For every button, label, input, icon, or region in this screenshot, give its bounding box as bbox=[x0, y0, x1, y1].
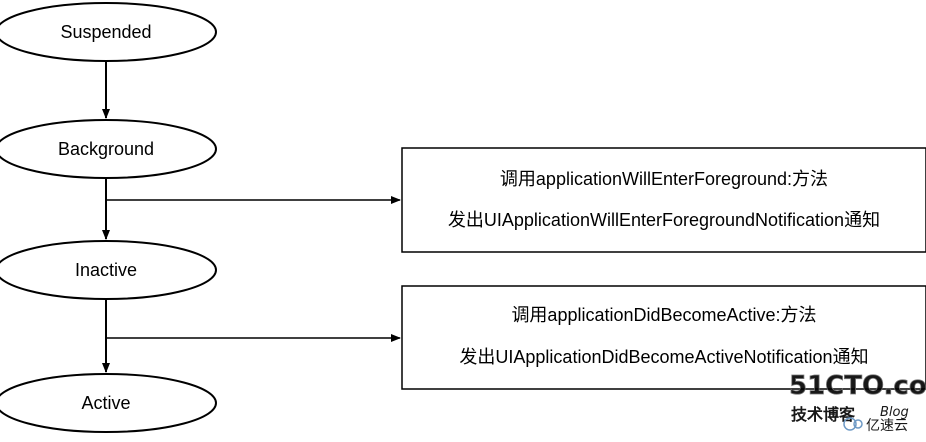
annotation-did-become-active-line-1: 调用applicationDidBecomeActive:方法 bbox=[511, 305, 816, 325]
annotation-will-enter-foreground-line-1: 调用applicationWillEnterForeground:方法 bbox=[500, 169, 828, 189]
state-suspended-label: Suspended bbox=[60, 22, 151, 42]
watermark-cloud-label: 亿速云 bbox=[866, 418, 908, 434]
watermark-site: 51CTO.com bbox=[789, 371, 926, 401]
annotation-will-enter-foreground: 调用applicationWillEnterForeground:方法 发出UI… bbox=[401, 147, 926, 253]
state-inactive-label: Inactive bbox=[75, 260, 137, 280]
annotation-will-enter-foreground-line-2: 发出UIApplicationWillEnterForegroundNotifi… bbox=[448, 210, 880, 230]
watermark: 51CTO.com 技术博客 Blog 亿速云 bbox=[789, 371, 926, 434]
state-active-label: Active bbox=[81, 393, 130, 413]
watermark-blog-label: 技术博客 bbox=[791, 405, 856, 424]
annotation-did-become-active: 调用applicationDidBecomeActive:方法 发出UIAppl… bbox=[401, 285, 926, 390]
state-suspended: Suspended bbox=[0, 2, 217, 62]
watermark-blog-en: Blog bbox=[880, 405, 909, 420]
state-background: Background bbox=[0, 119, 217, 179]
state-inactive: Inactive bbox=[0, 240, 217, 300]
state-active: Active bbox=[0, 373, 217, 433]
cloud-logo-icon bbox=[843, 417, 863, 431]
state-background-label: Background bbox=[58, 139, 154, 159]
annotation-did-become-active-line-2: 发出UIApplicationDidBecomeActiveNotificati… bbox=[459, 347, 868, 367]
